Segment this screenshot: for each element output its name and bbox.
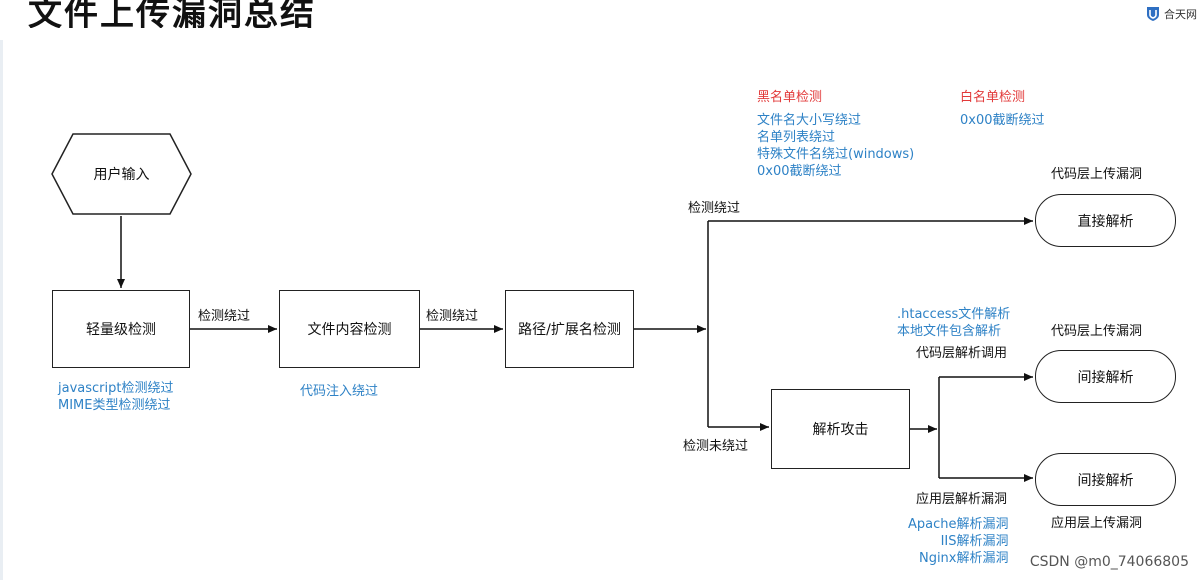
note-whitelist: 0x00截断绕过 bbox=[960, 112, 1045, 129]
note-item: IIS解析漏洞 bbox=[940, 534, 1009, 549]
title-bar: 文件上传漏洞总结 bbox=[0, 0, 1201, 28]
note-content-check: 代码注入绕过 bbox=[300, 383, 378, 400]
note-item: 本地文件包含解析 bbox=[897, 324, 1002, 339]
edge-label-code-layer-call: 代码层解析调用 bbox=[916, 346, 1008, 361]
label-app-layer-upload: 应用层上传漏洞 bbox=[1051, 516, 1143, 531]
node-parse-attack: 解析攻击 bbox=[771, 389, 910, 469]
note-item: javascript检测绕过 bbox=[58, 381, 174, 396]
logo-text: 合天网 bbox=[1164, 8, 1197, 21]
node-user-input: 用户输入 bbox=[93, 167, 150, 183]
node-path-check: 路径/扩展名检测 bbox=[505, 290, 634, 368]
label-code-layer-upload-2: 代码层上传漏洞 bbox=[1051, 324, 1143, 339]
note-item: MIME类型检测绕过 bbox=[58, 398, 171, 413]
logo: 合天网 bbox=[1144, 4, 1200, 26]
edge-label-bypass-2: 检测绕过 bbox=[426, 309, 479, 324]
note-blacklist: 文件名大小写绕过 名单列表绕过 特殊文件名绕过(windows) 0x00截断绕… bbox=[757, 112, 914, 180]
watermark: CSDN @m0_74066805 bbox=[1029, 554, 1189, 570]
note-app-parse: Apache解析漏洞 IIS解析漏洞 Nginx解析漏洞 bbox=[908, 516, 1009, 567]
node-content-check: 文件内容检测 bbox=[279, 290, 420, 368]
edge-label-bypass-top: 检测绕过 bbox=[688, 201, 741, 216]
whitelist-title: 白名单检测 bbox=[960, 90, 1026, 105]
note-item: 0x00截断绕过 bbox=[960, 113, 1045, 128]
note-item: 文件名大小写绕过 bbox=[757, 113, 862, 128]
node-indirect-parse-2: 间接解析 bbox=[1035, 453, 1176, 506]
blacklist-title: 黑名单检测 bbox=[757, 90, 823, 105]
label-code-layer-upload-1: 代码层上传漏洞 bbox=[1051, 167, 1143, 182]
note-item: Nginx解析漏洞 bbox=[918, 551, 1009, 566]
note-item: 0x00截断绕过 bbox=[757, 164, 842, 179]
shield-icon bbox=[1147, 7, 1159, 21]
note-item: .htaccess文件解析 bbox=[897, 307, 1011, 322]
note-light-check: javascript检测绕过 MIME类型检测绕过 bbox=[58, 380, 173, 414]
note-item: 代码注入绕过 bbox=[300, 384, 379, 399]
edge-label-not-bypassed: 检测未绕过 bbox=[683, 439, 749, 454]
node-light-check: 轻量级检测 bbox=[52, 290, 190, 368]
note-item: Apache解析漏洞 bbox=[908, 517, 1009, 532]
edge-label-app-layer-vuln: 应用层解析漏洞 bbox=[916, 492, 1008, 507]
node-direct-parse: 直接解析 bbox=[1035, 194, 1176, 247]
note-code-parse: .htaccess文件解析 本地文件包含解析 bbox=[897, 306, 1010, 340]
note-item: 特殊文件名绕过(windows) bbox=[757, 147, 915, 162]
note-item: 名单列表绕过 bbox=[757, 130, 836, 145]
page-title: 文件上传漏洞总结 bbox=[28, 0, 316, 28]
edge-label-bypass-1: 检测绕过 bbox=[198, 309, 251, 324]
user-input-hexagon bbox=[51, 133, 192, 215]
left-rule bbox=[0, 40, 3, 580]
node-indirect-parse-1: 间接解析 bbox=[1035, 350, 1176, 403]
